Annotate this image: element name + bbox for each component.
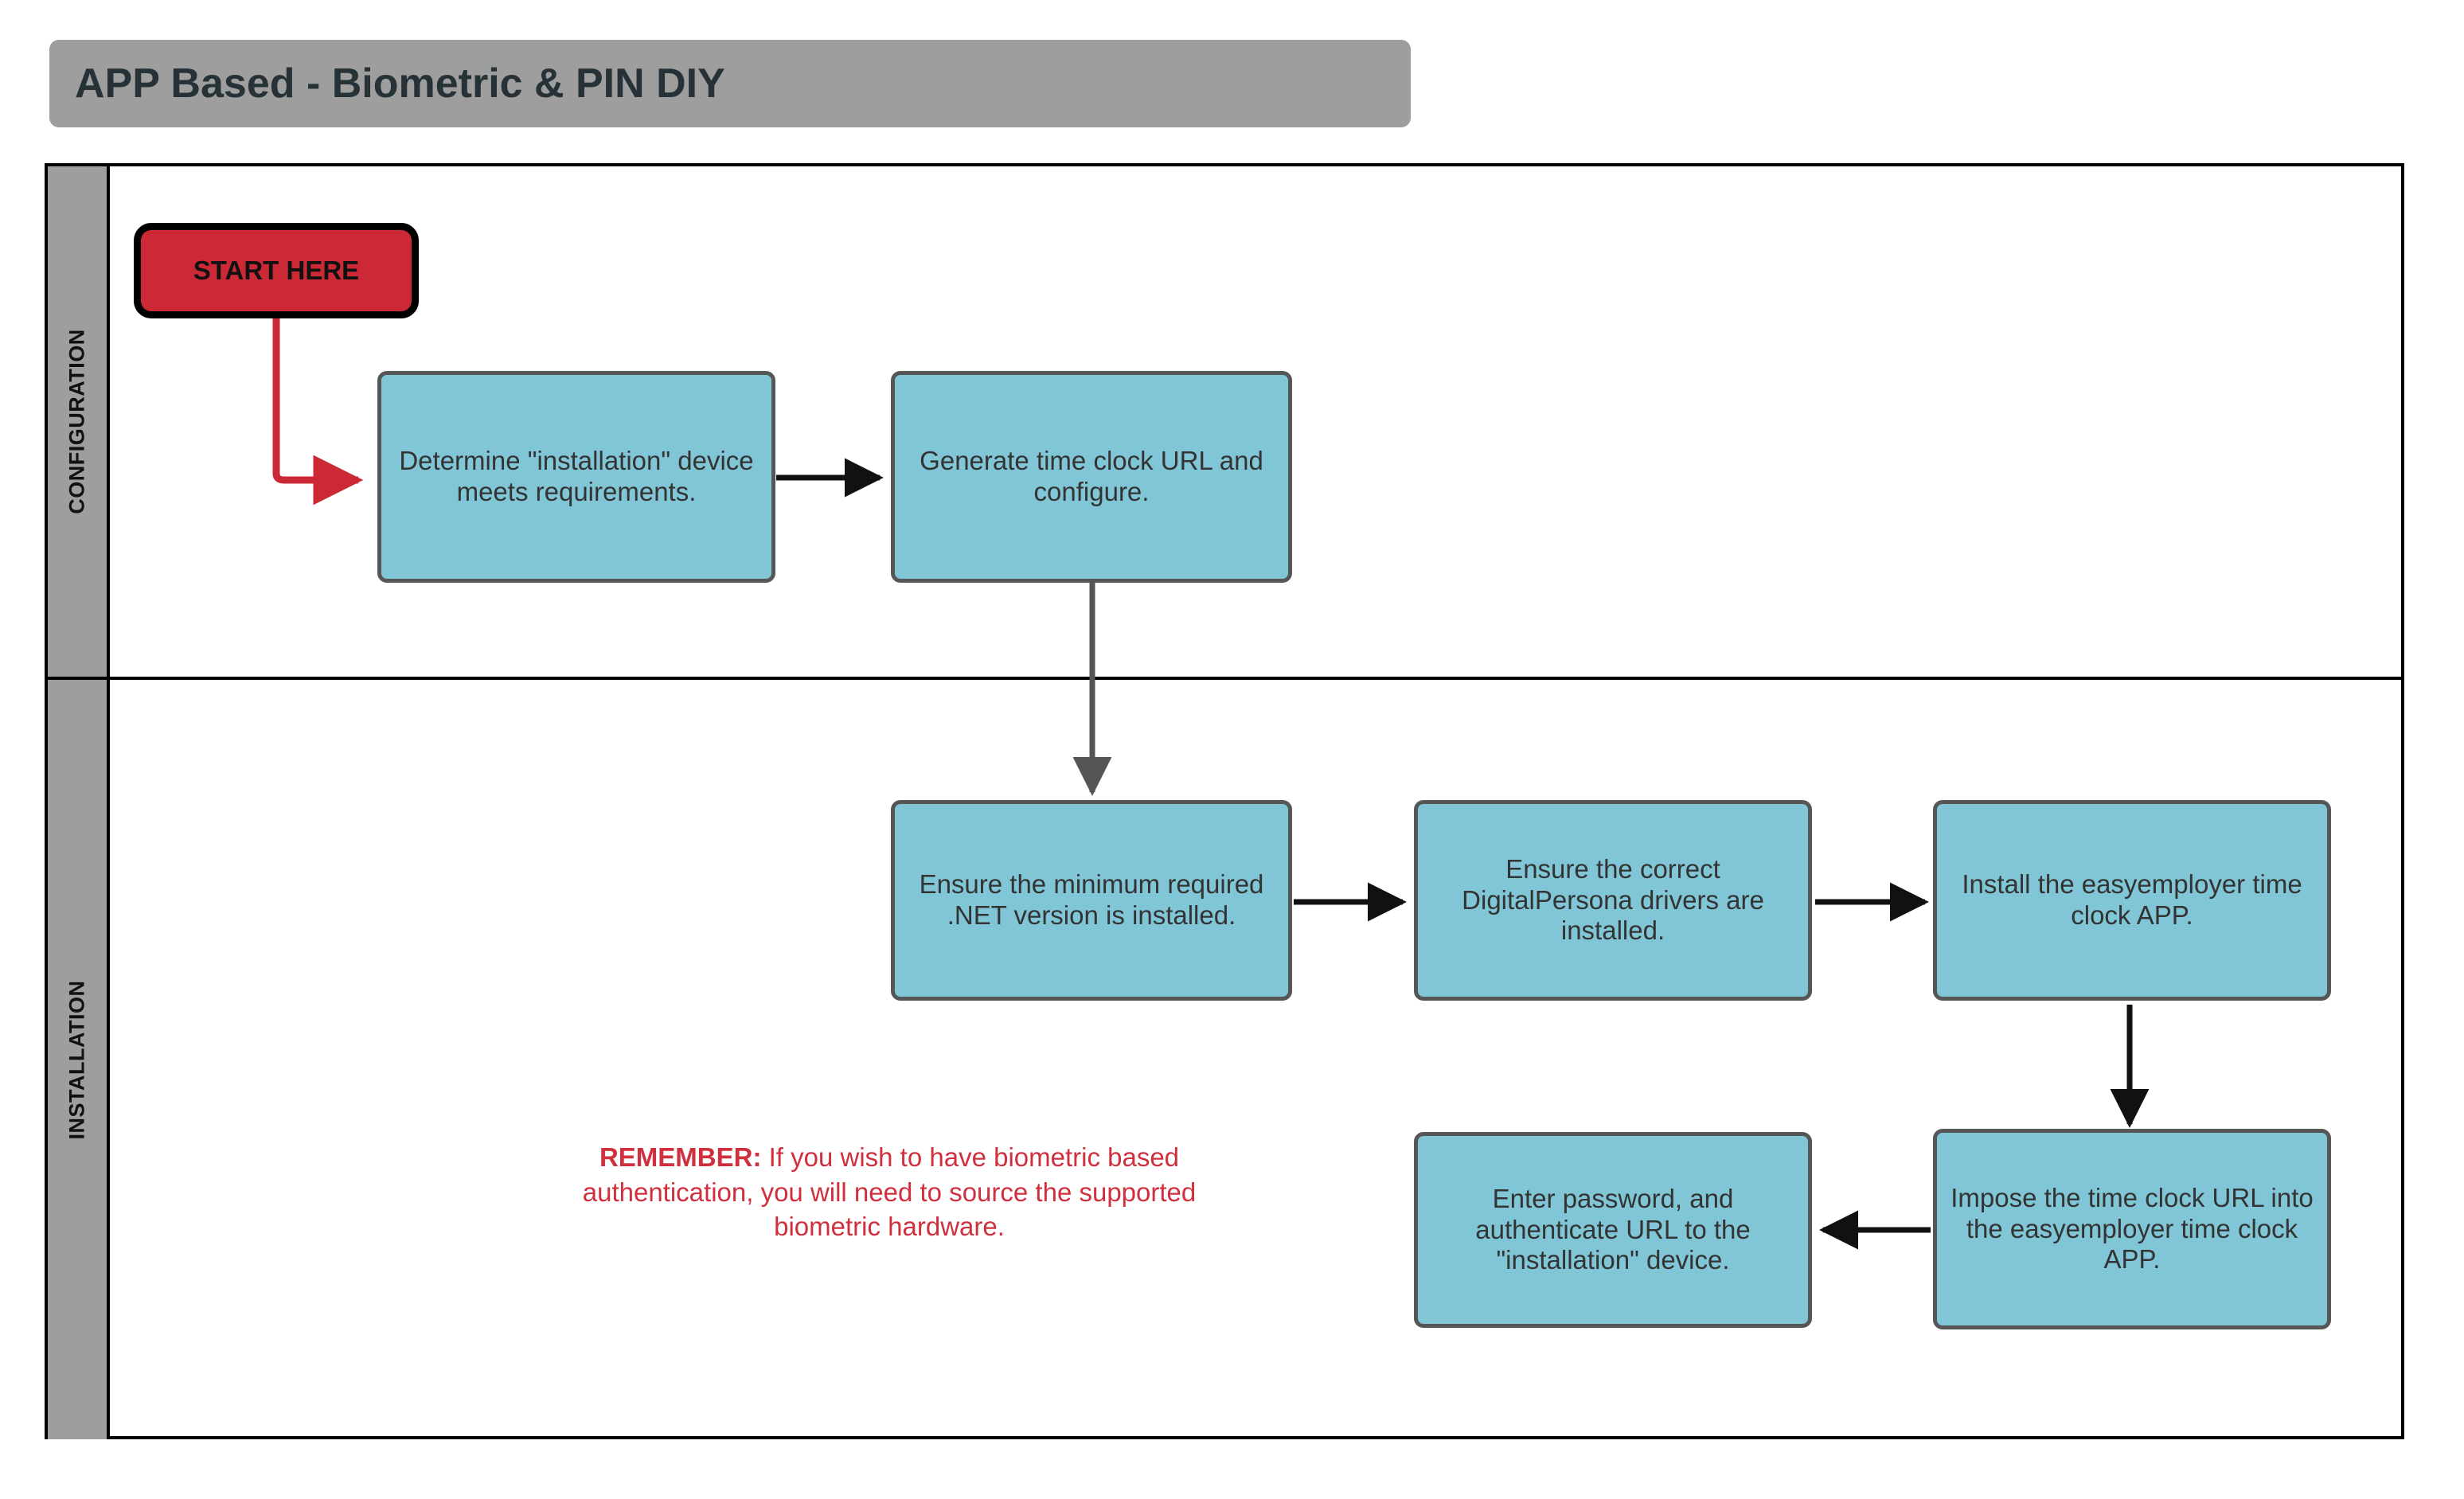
lane-header-installation: INSTALLATION <box>48 680 110 1439</box>
lane-header-configuration: CONFIGURATION <box>48 166 110 677</box>
diagram-title-banner: APP Based - Biometric & PIN DIY <box>49 40 1411 127</box>
node-install-app-label: Install the easyemployer time clock APP. <box>1962 869 2302 930</box>
swimlane-installation: INSTALLATION <box>48 680 2401 1439</box>
node-ensure-drivers-label: Ensure the correct DigitalPersona driver… <box>1462 853 1764 946</box>
page-title: APP Based - Biometric & PIN DIY <box>75 61 725 107</box>
node-impose-url[interactable]: Impose the time clock URL into the easye… <box>1933 1129 2331 1329</box>
node-enter-password-label: Enter password, and authenticate URL to … <box>1475 1183 1751 1275</box>
node-determine-device-label: Determine "installation" device meets re… <box>399 446 754 506</box>
node-generate-url-label: Generate time clock URL and configure. <box>920 446 1263 506</box>
lane-label-configuration: CONFIGURATION <box>64 329 89 514</box>
lane-label-installation: INSTALLATION <box>64 980 89 1139</box>
remember-note: REMEMBER: If you wish to have biometric … <box>575 1140 1204 1244</box>
node-enter-password[interactable]: Enter password, and authenticate URL to … <box>1414 1132 1812 1328</box>
remember-note-body: If you wish to have biometric based auth… <box>582 1142 1197 1242</box>
remember-note-lead: REMEMBER: <box>599 1142 762 1172</box>
node-install-app[interactable]: Install the easyemployer time clock APP. <box>1933 800 2331 1001</box>
node-start-here-label: START HERE <box>193 256 360 285</box>
node-ensure-net-label: Ensure the minimum required .NET version… <box>919 869 1264 930</box>
node-ensure-net[interactable]: Ensure the minimum required .NET version… <box>891 800 1292 1001</box>
swimlane-configuration: CONFIGURATION <box>48 166 2401 680</box>
node-generate-url[interactable]: Generate time clock URL and configure. <box>891 371 1292 583</box>
node-start-here[interactable]: START HERE <box>134 223 419 318</box>
node-ensure-drivers[interactable]: Ensure the correct DigitalPersona driver… <box>1414 800 1812 1001</box>
node-determine-device[interactable]: Determine "installation" device meets re… <box>377 371 775 583</box>
node-impose-url-label: Impose the time clock URL into the easye… <box>1951 1182 2314 1275</box>
